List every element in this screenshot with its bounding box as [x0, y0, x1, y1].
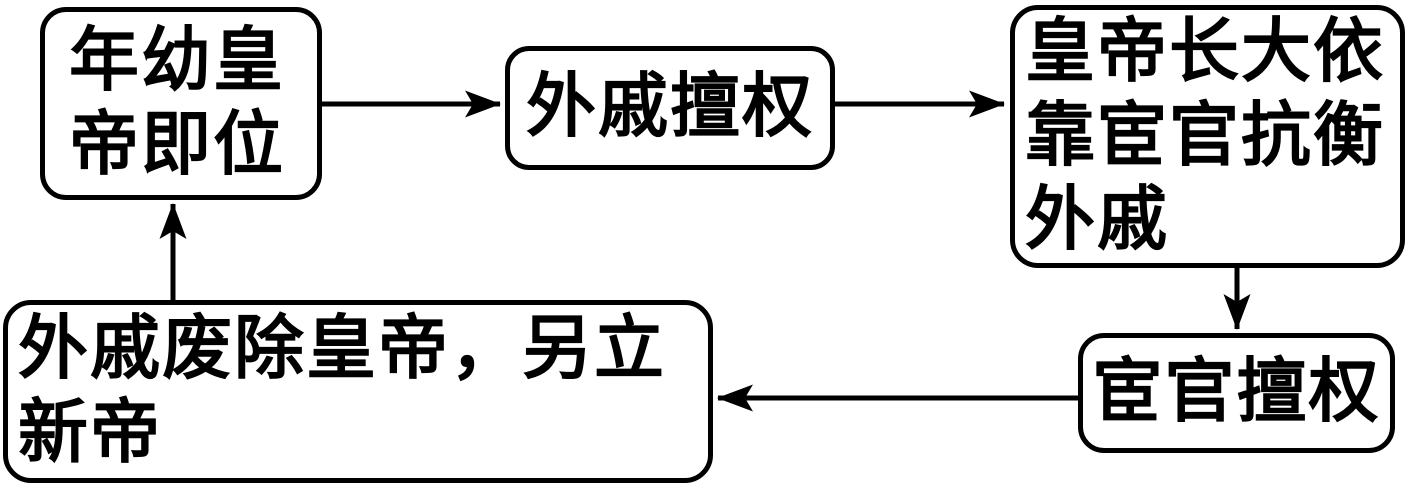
node-label: 宦官擅权: [1092, 354, 1381, 431]
node-eunuchs-seize-power: 宦官擅权: [1078, 333, 1395, 453]
node-label: 皇帝长大依靠宦官抗衡外戚: [1025, 13, 1385, 259]
node-label: 外戚擅权: [526, 69, 814, 146]
node-label: 外戚废除皇帝，另立新帝: [18, 310, 666, 472]
node-label: 年幼皇帝即位: [69, 22, 285, 184]
node-consort-kin-depose-emperor: 外戚废除皇帝，另立新帝: [3, 300, 713, 483]
node-young-emperor-enthroned: 年幼皇帝即位: [40, 7, 322, 200]
node-emperor-grown-relies-eunuchs: 皇帝长大依靠宦官抗衡外戚: [1010, 5, 1405, 268]
node-consort-kin-seize-power: 外戚擅权: [505, 46, 835, 170]
